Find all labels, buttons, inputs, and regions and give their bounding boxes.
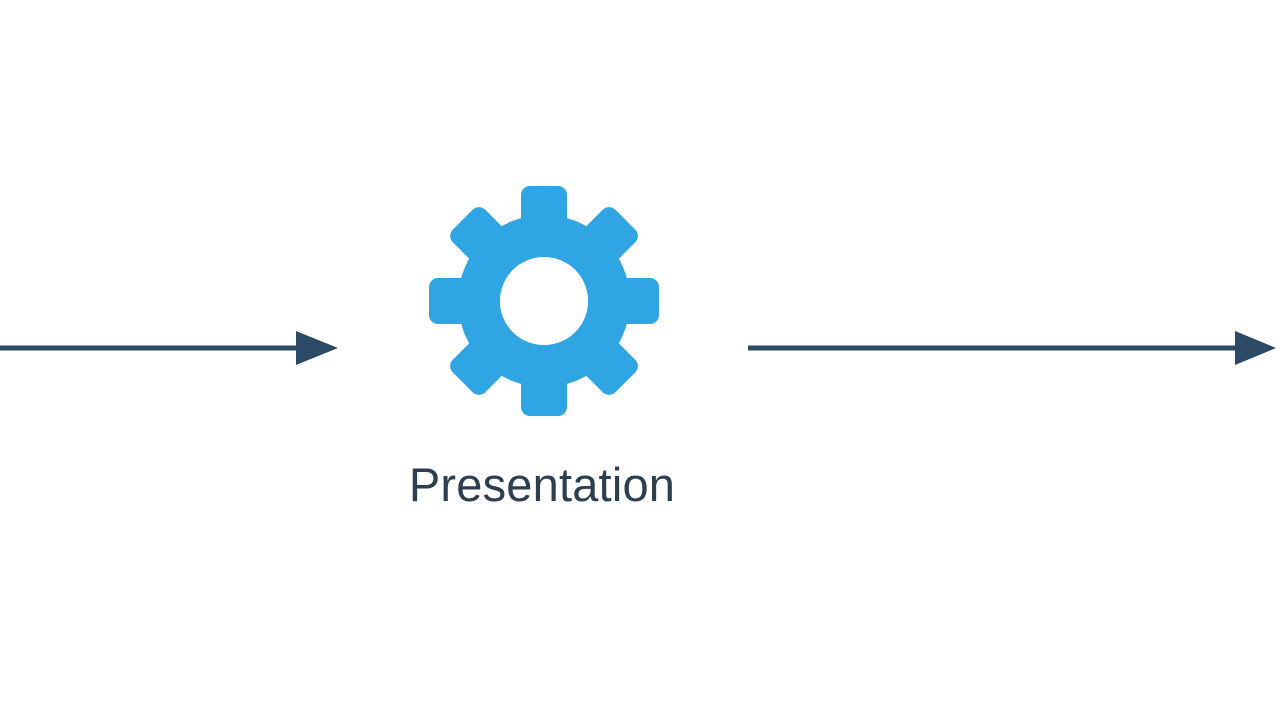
process-label: Presentation bbox=[408, 458, 676, 511]
outgoing-arrow-head bbox=[1235, 331, 1276, 365]
incoming-arrow bbox=[0, 331, 338, 365]
incoming-arrow-head bbox=[296, 331, 338, 365]
gear-icon bbox=[429, 186, 659, 416]
gear-body bbox=[458, 215, 630, 387]
outgoing-arrow bbox=[748, 331, 1276, 365]
gear-hole bbox=[500, 257, 588, 345]
